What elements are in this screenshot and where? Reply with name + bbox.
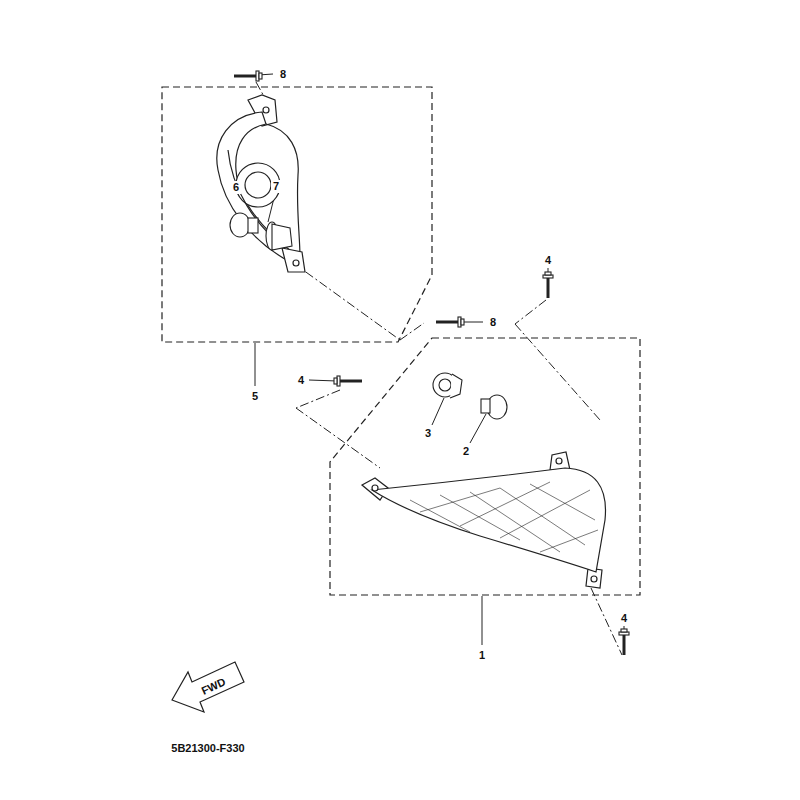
callout-number: 6 xyxy=(231,181,241,194)
lower-lens xyxy=(362,452,606,588)
callout-number: 1 xyxy=(477,649,487,662)
fwd-arrow xyxy=(172,662,244,712)
assembly-lines xyxy=(256,82,622,655)
callout-number: 2 xyxy=(461,445,471,458)
callout-number: 4 xyxy=(543,254,553,267)
group-outlines xyxy=(162,87,640,595)
screws xyxy=(234,71,629,655)
callout-number: 5 xyxy=(250,390,260,403)
callout-number: 4 xyxy=(296,374,306,387)
leader-lines xyxy=(236,74,624,645)
callout-number: 4 xyxy=(619,612,629,625)
bulbs-sockets xyxy=(230,213,507,419)
callout-number: 7 xyxy=(271,180,281,193)
diagram-code: 5B21300-F330 xyxy=(169,742,246,755)
callout-number: 3 xyxy=(423,427,433,440)
upper-lamp xyxy=(217,95,305,272)
callout-number: 8 xyxy=(488,316,498,329)
callout-number: 8 xyxy=(278,68,288,81)
